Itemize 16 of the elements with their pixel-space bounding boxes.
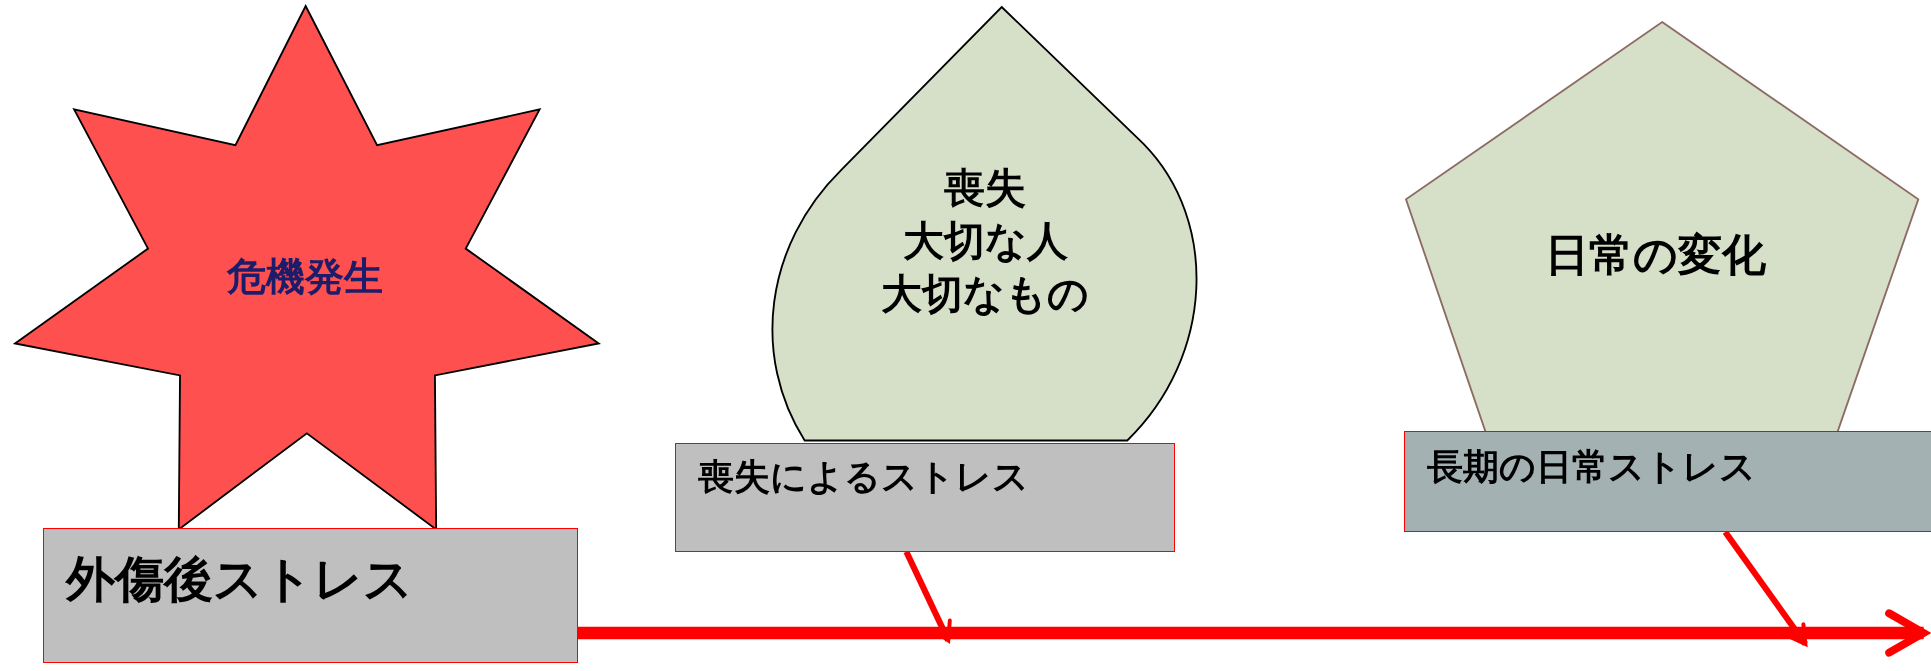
shape-label: 危機発生 (227, 252, 384, 302)
box-label: 喪失によるストレス (698, 455, 1029, 500)
arrow (577, 609, 1928, 657)
star-shape (14, 6, 599, 530)
arrow (903, 550, 952, 643)
shape-label: 大切なもの (881, 268, 1090, 320)
box-label: 長期の日常ストレス (1427, 445, 1757, 490)
stress-box (1403, 431, 1931, 532)
stress-box (674, 443, 1175, 552)
shape-label: 日常の変化 (1544, 228, 1766, 283)
shape-label: 喪失 (944, 163, 1027, 215)
box-label: 外傷後ストレス (66, 548, 414, 610)
shape-label: 大切な人 (902, 215, 1068, 267)
stress-box (43, 528, 578, 663)
pentagon-shape (1406, 22, 1919, 434)
arrow (1722, 530, 1808, 647)
